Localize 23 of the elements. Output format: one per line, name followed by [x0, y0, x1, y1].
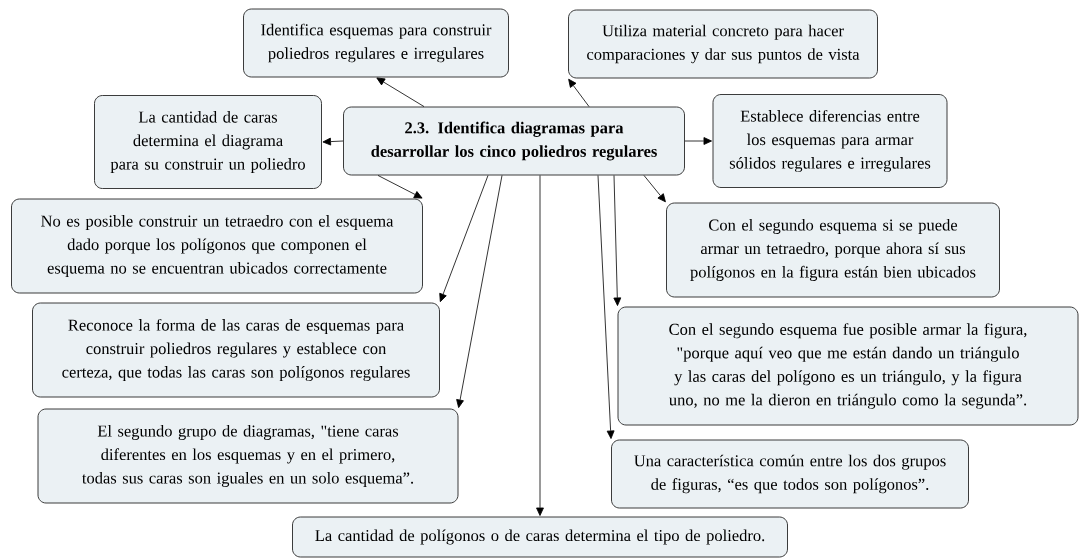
concept-box: Una característica común entre los dos grupos de figuras, “es que todos son polígonos”. [611, 439, 969, 509]
concept-box: Reconoce la forma de las caras de esquemas para construir poliedros regulares y establece con certeza, que todas las caras son polígonos regulares [32, 302, 440, 398]
concept-box: Con el segundo esquema si se puede armar un tetraedro, porque ahora sí sus polígonos en la figura están bien ubicados [666, 202, 1000, 298]
concept-box: El segundo grupo de diagramas, "tiene caras diferentes en los esquemas y en el primero, todas sus caras son iguales en un solo esquema”. [37, 408, 459, 504]
concept-box: Utiliza material concreto para hacer comparaciones y dar sus puntos de vista [568, 9, 878, 79]
concept-box: No es posible construir un tetraedro con el esquema dado porque los polígonos que componen el esquema no se encuentran ubicados correctamente [11, 198, 423, 294]
arrow [568, 78, 590, 107]
arrow [322, 137, 344, 146]
arrow [439, 175, 489, 303]
arrow [376, 77, 425, 107]
arrow [456, 175, 503, 408]
arrow [684, 137, 712, 145]
arrow [613, 175, 622, 306]
concept-box: Identifica esquemas para construir poliedros regulares e irregulares [243, 8, 509, 78]
arrow [377, 175, 423, 199]
concept-box: La cantidad de caras determina el diagrama para su construir un poliedro [94, 95, 322, 189]
arrow [643, 175, 666, 203]
concept-box: Establece diferencias entre los esquemas para armar sólidos regulares e irregulares [712, 94, 948, 188]
arrow [536, 175, 544, 516]
concept-box: Con el segundo esquema fue posible armar la figura, "porque aquí veo que me están dando un triángulo y las caras del polígono es un triángulo, y la figura uno, no me la dieron en triángulo como la segunda”. [617, 306, 1079, 426]
concept-box: La cantidad de polígonos o de caras determina el tipo de poliedro. [292, 516, 788, 558]
arrow [597, 175, 615, 439]
topic-box: 2.3. Identifica diagramas para desarrollar los cinco poliedros regulares [343, 106, 685, 176]
